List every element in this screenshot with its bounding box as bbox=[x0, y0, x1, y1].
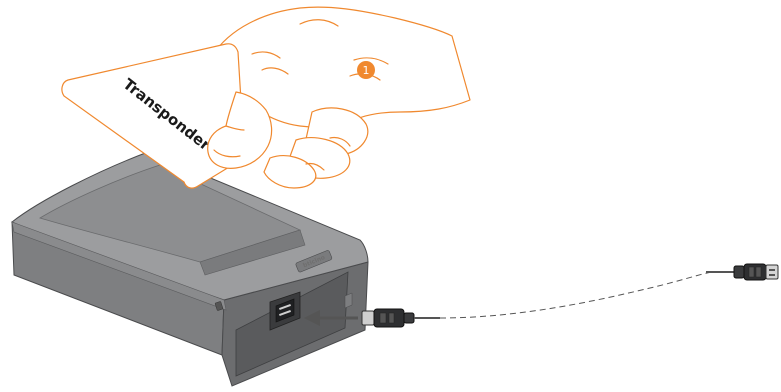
usb-plug-far bbox=[706, 264, 778, 280]
step-badge: 1 bbox=[357, 61, 375, 79]
step-badge-number: 1 bbox=[363, 64, 370, 77]
usb-plug-near-device bbox=[362, 309, 440, 327]
usb-cable-dashed bbox=[440, 272, 712, 318]
